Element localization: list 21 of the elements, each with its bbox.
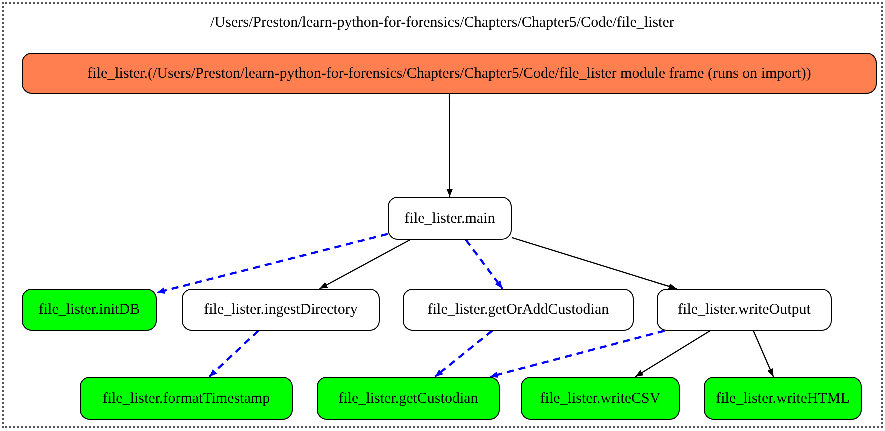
arrow <box>490 330 666 378</box>
arrow <box>208 330 260 378</box>
arrow <box>512 237 678 290</box>
arrow <box>156 233 388 294</box>
cluster-title: /Users/Preston/learn-python-for-forensics/Chapters/Chapter5/Code/file_lister <box>210 14 676 32</box>
call-box: file_lister.writeOutput <box>657 289 832 331</box>
arrow <box>635 330 711 378</box>
module-box: file_lister.(/Users/Preston/learn-python-for-forensics/Chapters/Chapter5/Code/file_lister module frame (runs on import)) <box>22 53 877 94</box>
call-box: file_lister.main <box>388 197 512 240</box>
arrow <box>320 239 411 290</box>
function-box: file_lister.writeHTML <box>704 377 862 420</box>
function-box: file_lister.formatTimestamp <box>80 377 293 420</box>
function-box: file_lister.initDB <box>22 289 157 331</box>
arrow <box>446 94 454 197</box>
arrow <box>753 330 774 378</box>
function-box: file_lister.writeCSV <box>521 377 680 420</box>
function-box: file_lister.getCustodian <box>317 377 500 420</box>
arrow <box>434 330 494 378</box>
call-box: file_lister.ingestDirectory <box>182 289 380 331</box>
arrow <box>465 239 504 290</box>
call-box: file_lister.getOrAddCustodian <box>403 289 634 331</box>
